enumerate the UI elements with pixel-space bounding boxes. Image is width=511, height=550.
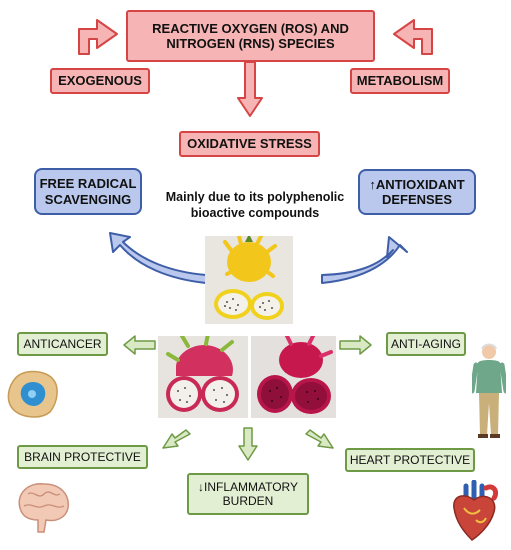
heart-protective-label: HEART PROTECTIVE (349, 452, 471, 467)
bent-arrow-right (393, 19, 433, 55)
green-arrow-brain (162, 429, 191, 449)
down-arrow (237, 61, 263, 117)
antioxidant-box: ↑ANTIOXIDANT DEFENSES (358, 169, 476, 215)
green-arrow-anticancer (123, 335, 156, 355)
center-note: Mainly due to its polyphenolic bioactive… (150, 190, 360, 221)
anti-aging-label: ANTI-AGING (390, 336, 461, 351)
brain-protective-label: BRAIN PROTECTIVE (24, 449, 141, 464)
heart-illustration (446, 480, 502, 544)
heart-protective-box: HEART PROTECTIVE (345, 448, 475, 472)
brain-protective-box: BRAIN PROTECTIVE (17, 445, 148, 469)
free-radical-box: FREE RADICAL SCAVENGING (34, 168, 142, 215)
green-arrow-anti-aging (339, 335, 372, 355)
anticancer-box: ANTICANCER (17, 332, 108, 356)
metabolism-label: METABOLISM (356, 73, 444, 89)
center-note-text: Mainly due to its polyphenolic bioactive… (165, 190, 345, 220)
green-arrow-inflammatory (238, 427, 258, 461)
brain-illustration (14, 480, 72, 540)
free-radical-label: FREE RADICAL SCAVENGING (39, 176, 137, 207)
anticancer-label: ANTICANCER (23, 336, 102, 351)
curved-arrow-right (321, 236, 408, 284)
oxidative-stress-box: OXIDATIVE STRESS (179, 131, 320, 157)
metabolism-box: METABOLISM (350, 68, 450, 94)
inflammatory-box: ↓INFLAMMATORY BURDEN (187, 473, 309, 515)
exogenous-label: EXOGENOUS (58, 73, 142, 89)
cancer-cell-illustration (4, 366, 62, 422)
exogenous-box: EXOGENOUS (50, 68, 150, 94)
inflammatory-label: ↓INFLAMMATORY BURDEN (197, 479, 298, 508)
antioxidant-label: ↑ANTIOXIDANT DEFENSES (369, 176, 465, 207)
ros-title: REACTIVE OXYGEN (ROS) AND NITROGEN (RNS)… (152, 20, 349, 51)
oxidative-stress-label: OXIDATIVE STRESS (187, 136, 312, 152)
anti-aging-box: ANTI-AGING (386, 332, 466, 356)
white-pitaya-photo (158, 336, 248, 418)
bent-arrow-left (78, 19, 118, 55)
green-arrow-heart (305, 429, 334, 449)
curved-arrow-left (109, 232, 207, 284)
red-pitaya-photo (251, 336, 336, 418)
yellow-dragon-fruit-photo (205, 236, 293, 324)
elderly-man-illustration (472, 343, 506, 440)
ros-title-box: REACTIVE OXYGEN (ROS) AND NITROGEN (RNS)… (126, 10, 375, 62)
